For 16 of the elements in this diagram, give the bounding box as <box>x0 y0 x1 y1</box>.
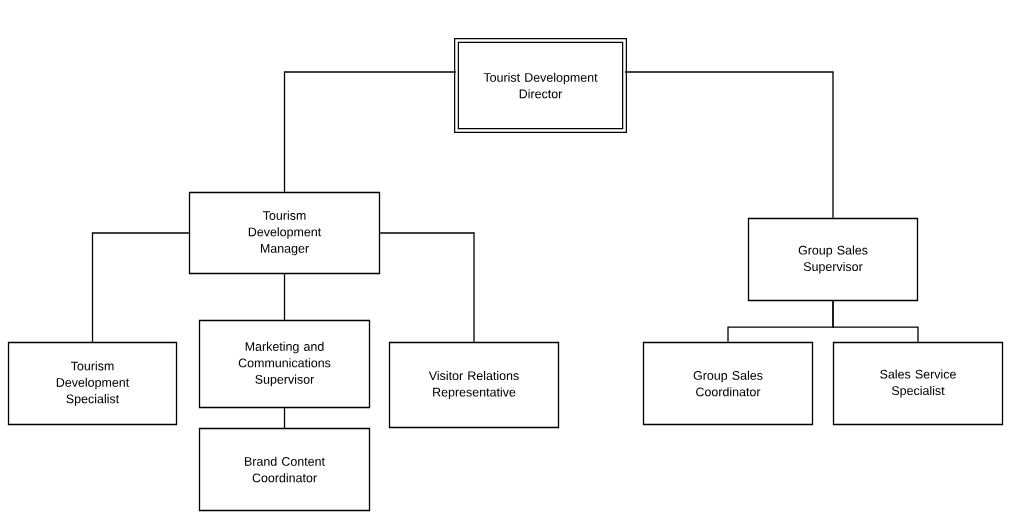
position-box: Visitor Relations Representative <box>388 341 560 429</box>
position-box: Marketing and Communications Supervisor <box>198 319 371 409</box>
position-box: Group Sales Supervisor <box>747 217 919 302</box>
director-box: Tourist Development Director <box>454 38 627 133</box>
connector-line <box>283 71 457 193</box>
connector-line <box>91 232 190 343</box>
connector-line <box>283 407 286 429</box>
connector-line <box>624 71 834 219</box>
connector-line <box>283 273 286 321</box>
position-box: Sales Service Specialist <box>832 341 1004 426</box>
connector-line <box>379 232 475 343</box>
position-box: Brand Content Coordinator <box>198 427 371 512</box>
position-box: Tourism Development Manager <box>188 191 381 275</box>
position-box: Group Sales Coordinator <box>642 341 814 426</box>
connector-line <box>832 300 919 343</box>
position-box: Tourism Development Specialist <box>7 341 178 426</box>
